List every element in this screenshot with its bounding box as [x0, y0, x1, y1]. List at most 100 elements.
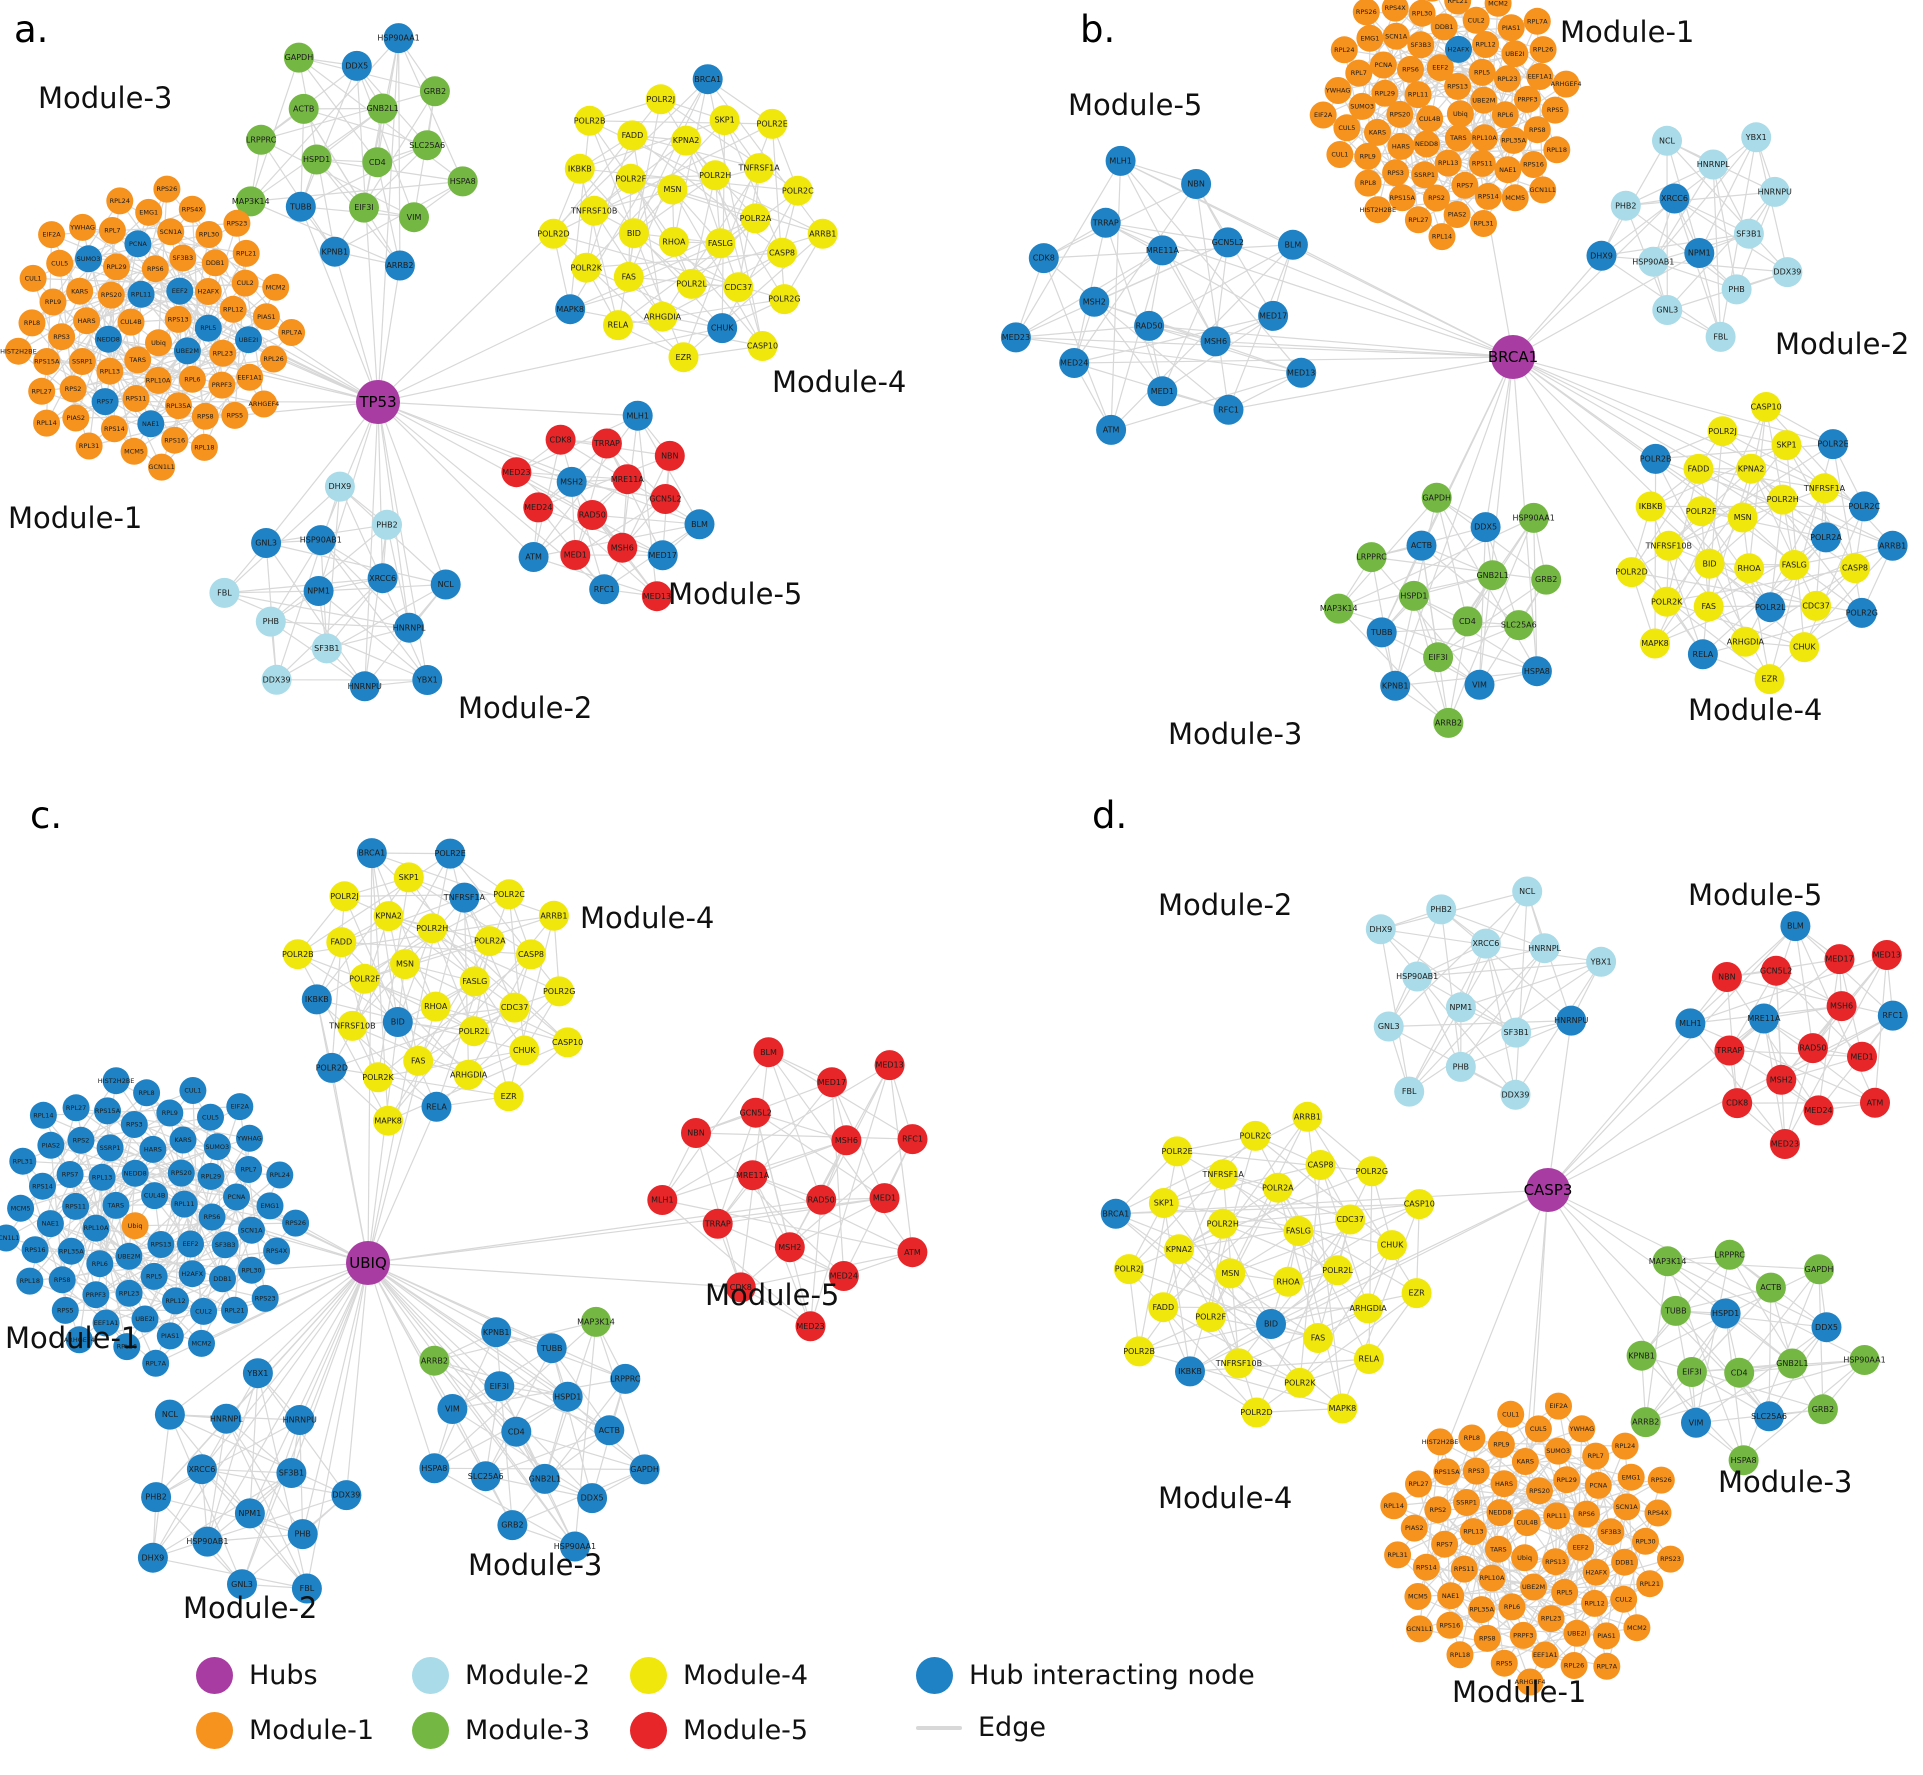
hub-label: BRCA1: [1488, 348, 1538, 366]
node-YWHAG: YWHAG: [1568, 1415, 1596, 1443]
node-DDX5: DDX5: [341, 50, 372, 81]
module-label: Module-4: [1688, 693, 1822, 727]
node-GRB2: GRB2: [1807, 1394, 1838, 1425]
node-RPL23: RPL23: [209, 339, 237, 367]
node-SLC25A6: SLC25A6: [468, 1461, 504, 1492]
node-RPS3: RPS3: [48, 323, 76, 351]
node-TNFRSF1A: TNFRSF1A: [737, 153, 780, 184]
node-ARRB1: ARRB1: [807, 218, 838, 249]
node-PHB: PHB: [255, 606, 286, 637]
node-RPS5: RPS5: [1490, 1649, 1518, 1677]
node-DDB1: DDB1: [209, 1265, 236, 1293]
module-label: Module-5: [1688, 878, 1822, 912]
node-RPS23: RPS23: [1425, 0, 1439, 2]
node-RELA: RELA: [1687, 639, 1718, 670]
node-MED1: MED1: [1147, 376, 1178, 407]
node-RPS5: RPS5: [221, 401, 249, 429]
node-PIAS1: PIAS1: [1593, 1622, 1620, 1650]
node-EMG1: EMG1: [135, 198, 163, 226]
node-TUBB: TUBB: [1660, 1295, 1691, 1326]
node-EIF2A: EIF2A: [38, 221, 66, 249]
node-PHB2: PHB2: [1610, 190, 1641, 221]
node-RPL11: RPL11: [1404, 81, 1432, 109]
node-CUL1: CUL1: [19, 264, 47, 292]
node-MAPK8: MAPK8: [555, 294, 586, 325]
node-PIAS1: PIAS1: [1497, 14, 1525, 42]
node-CDC37: CDC37: [499, 992, 530, 1023]
node-KPNA2: KPNA2: [671, 125, 702, 156]
node-RPL7: RPL7: [1345, 59, 1373, 87]
node-RPL24: RPL24: [266, 1161, 294, 1189]
panel-letter: d.: [1092, 794, 1127, 837]
node-RHOA: RHOA: [420, 991, 451, 1022]
node-CASP8: CASP8: [767, 237, 797, 268]
node-CD4: CD4: [1724, 1357, 1755, 1388]
node-CDC37: CDC37: [723, 272, 754, 303]
node-MSH6: MSH6: [607, 532, 638, 563]
node-CASP8: CASP8: [1305, 1150, 1336, 1180]
node-BID: BID: [382, 1007, 413, 1037]
node-SCN1A: SCN1A: [1382, 22, 1410, 50]
module-label: Module-1: [5, 1321, 139, 1355]
node-FAS: FAS: [1303, 1323, 1333, 1353]
node-MED24: MED24: [1059, 348, 1090, 378]
node-NBN: NBN: [681, 1118, 711, 1148]
node-EEF2: EEF2: [1567, 1533, 1595, 1561]
node-POLR2G: POLR2G: [768, 284, 801, 315]
node-RPL11: RPL11: [127, 280, 155, 308]
node-IKBKB: IKBKB: [1635, 491, 1666, 522]
node-RPS23: RPS23: [1657, 1545, 1684, 1573]
node-DDX39: DDX39: [1500, 1079, 1531, 1110]
node-DDX5: DDX5: [1470, 512, 1501, 543]
node-ACTB: ACTB: [1755, 1272, 1786, 1303]
node-ATM: ATM: [518, 542, 549, 572]
node-RPL5: RPL5: [1468, 58, 1496, 86]
node-PIAS2: PIAS2: [1443, 201, 1471, 228]
node-RPS16: RPS16: [1520, 151, 1547, 178]
node-EEF1A1: EEF1A1: [236, 363, 264, 391]
node-NPM1: NPM1: [303, 576, 334, 606]
node-RPL21: RPL21: [1636, 1570, 1664, 1598]
node-POLR2D: POLR2D: [1615, 557, 1648, 588]
node-DDX39: DDX39: [331, 1480, 362, 1511]
node-SSRP1: SSRP1: [1453, 1489, 1480, 1516]
node-PIAS2: PIAS2: [1400, 1514, 1428, 1542]
node-RPS23: RPS23: [223, 209, 251, 237]
node-RPS6: RPS6: [1573, 1500, 1600, 1528]
node-PCNA: PCNA: [223, 1183, 250, 1211]
node-RPL6: RPL6: [1491, 101, 1519, 129]
node-EMG1: EMG1: [1356, 24, 1384, 52]
node-UBE2M: UBE2M: [173, 337, 201, 365]
node-RPL12: RPL12: [1472, 31, 1500, 58]
node-HSP90AA1: HSP90AA1: [377, 23, 420, 54]
node-LRPPRC: LRPPRC: [246, 124, 277, 155]
node-SF3B1: SF3B1: [1501, 1017, 1532, 1048]
node-POLR2C: POLR2C: [1239, 1120, 1272, 1151]
node-HNRNPL: HNRNPL: [1528, 933, 1562, 964]
node-GNB2L1: GNB2L1: [1776, 1348, 1808, 1379]
node-NCL: NCL: [430, 569, 461, 600]
node-RPL7A: RPL7A: [278, 319, 306, 346]
node-RPL14: RPL14: [1380, 1492, 1408, 1520]
node-RPL18: RPL18: [1543, 136, 1571, 164]
node-RPL6: RPL6: [178, 365, 206, 393]
node-RPL35A: RPL35A: [1468, 1596, 1496, 1624]
node-RPL27: RPL27: [28, 377, 56, 405]
node-GAPDH: GAPDH: [1804, 1254, 1834, 1285]
node-YBX1: YBX1: [1741, 122, 1772, 153]
node-MED13: MED13: [1286, 357, 1317, 388]
node-TUBB: TUBB: [1366, 617, 1397, 648]
node-RPS7: RPS7: [56, 1161, 84, 1188]
node-SUMO3: SUMO3: [1544, 1437, 1572, 1465]
node-FADD: FADD: [1683, 453, 1714, 484]
node-ARRB2: ARRB2: [1433, 707, 1464, 738]
node-PRPF3: PRPF3: [82, 1281, 110, 1309]
node-BID: BID: [618, 218, 649, 249]
node-NAE1: NAE1: [36, 1210, 64, 1238]
node-RPL29: RPL29: [1553, 1466, 1581, 1494]
node-PHB: PHB: [1721, 274, 1752, 305]
node-RPS8: RPS8: [1473, 1624, 1501, 1652]
node-RPL9: RPL9: [156, 1099, 184, 1127]
node-RPL31: RPL31: [9, 1147, 37, 1175]
hub-BRCA1: BRCA1: [1488, 335, 1538, 379]
